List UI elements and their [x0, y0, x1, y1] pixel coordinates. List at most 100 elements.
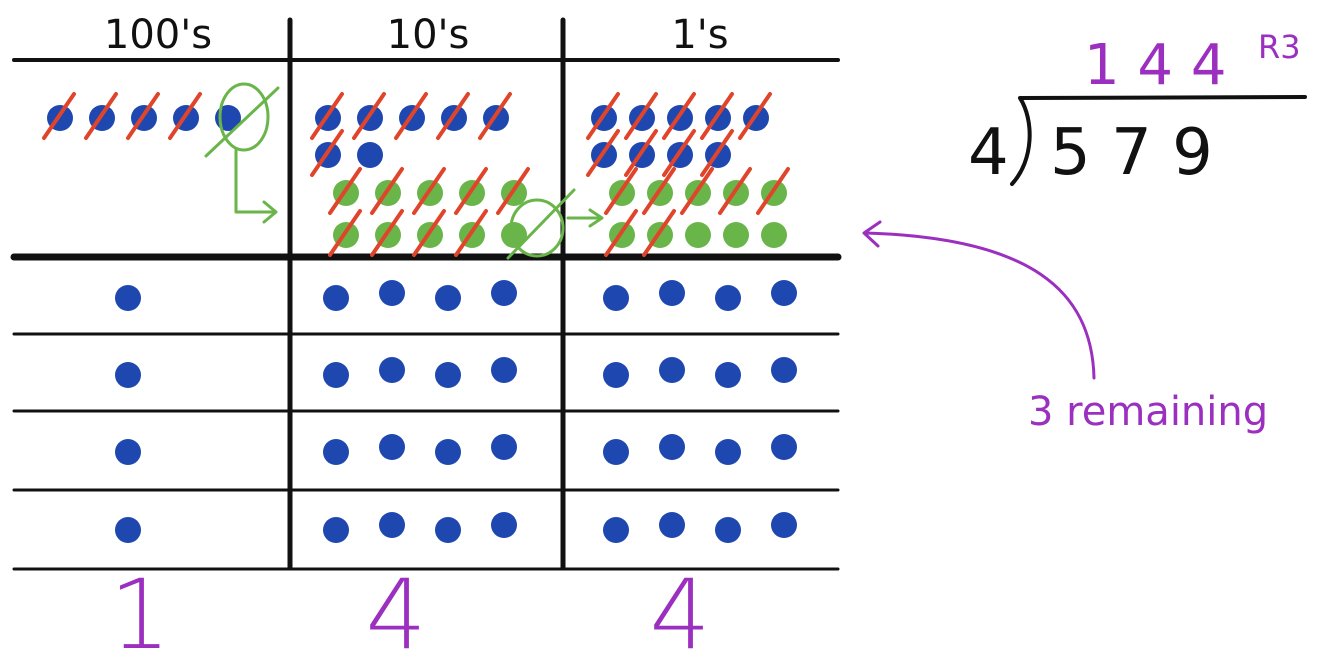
- green-counter: [723, 222, 749, 248]
- group-counter: [715, 362, 741, 388]
- group-counter: [435, 517, 461, 543]
- division-bracket: [1010, 95, 1307, 186]
- green-counter-cross: [642, 209, 676, 257]
- divisor: 4: [968, 116, 1009, 190]
- blue-counter-cross: [662, 92, 696, 140]
- green-counter-cross: [412, 209, 446, 257]
- blue-counter-cross: [586, 92, 620, 140]
- group-counter: [659, 512, 685, 538]
- green-counter: [685, 222, 711, 248]
- group-row-dots: [115, 280, 797, 543]
- blue-counter-cross: [352, 92, 386, 140]
- regroup-annotations: [204, 82, 604, 260]
- group-counter: [715, 439, 741, 465]
- header-hundreds: 100's: [104, 12, 212, 58]
- green-counter-cross: [756, 167, 790, 215]
- blue-counter-cross: [624, 129, 658, 177]
- blue-counter-cross: [310, 92, 344, 140]
- answer-ones: 4: [649, 559, 710, 660]
- hundreds-regroup-slash: [204, 86, 280, 158]
- group-counter: [771, 280, 797, 306]
- group-counter: [435, 439, 461, 465]
- blue-counter-cross: [662, 129, 696, 177]
- group-counter: [771, 357, 797, 383]
- remainder: R3: [1258, 28, 1301, 66]
- green-counter-cross: [642, 167, 676, 215]
- tens-regroup-slash: [506, 188, 576, 260]
- group-counter: [115, 285, 141, 311]
- blue-counter-cross: [478, 92, 512, 140]
- group-counter: [323, 439, 349, 465]
- group-counter: [379, 357, 405, 383]
- green-counter-cross: [412, 167, 446, 215]
- green-counter-cross: [718, 167, 752, 215]
- group-counter: [715, 285, 741, 311]
- group-counter: [379, 512, 405, 538]
- green-counter-cross: [370, 167, 404, 215]
- group-counter: [491, 357, 517, 383]
- dividend: 5 7 9: [1050, 116, 1213, 190]
- group-counter: [115, 439, 141, 465]
- green-counter-cross: [328, 167, 362, 215]
- blue-counter-cross: [42, 92, 76, 140]
- top-cell-dots: [42, 92, 790, 257]
- group-counter: [491, 434, 517, 460]
- group-counter: [603, 439, 629, 465]
- remaining-note: 3 remaining: [1028, 389, 1268, 435]
- answer-tens: 4: [365, 559, 426, 660]
- group-counter: [435, 285, 461, 311]
- green-counter-cross: [370, 209, 404, 257]
- group-counter: [659, 280, 685, 306]
- group-counter: [323, 362, 349, 388]
- tens-regroup-circle: [509, 198, 565, 258]
- green-counter-cross: [680, 167, 714, 215]
- green-counter-cross: [604, 209, 638, 257]
- green-counter: [501, 222, 527, 248]
- place-value-table-grid: [10, 17, 842, 571]
- blue-counter-cross: [84, 92, 118, 140]
- blue-counter-cross: [310, 129, 344, 177]
- green-counter-cross: [328, 209, 362, 257]
- group-counter: [659, 434, 685, 460]
- green-counter-cross: [454, 209, 488, 257]
- green-counter: [761, 222, 787, 248]
- group-counter: [491, 280, 517, 306]
- answer-hundreds: 1: [109, 559, 170, 660]
- blue-counter-cross: [586, 129, 620, 177]
- hundreds-regroup-arrow: [234, 148, 278, 224]
- blue-counter-cross: [436, 92, 470, 140]
- remaining-arrow: [862, 220, 1096, 380]
- group-counter: [379, 434, 405, 460]
- blue-counter-cross: [168, 92, 202, 140]
- blue-counter: [357, 142, 383, 168]
- group-counter: [323, 517, 349, 543]
- group-counter: [603, 285, 629, 311]
- group-counter: [603, 362, 629, 388]
- header-tens: 10's: [387, 12, 470, 58]
- blue-counter-cross: [126, 92, 160, 140]
- green-counter-cross: [604, 167, 638, 215]
- group-counter: [715, 517, 741, 543]
- group-counter: [115, 517, 141, 543]
- hundreds-regroup-circle: [218, 82, 270, 152]
- group-counter: [435, 362, 461, 388]
- group-counter: [659, 357, 685, 383]
- green-counter-cross: [454, 167, 488, 215]
- blue-counter-cross: [700, 92, 734, 140]
- group-counter: [323, 285, 349, 311]
- quotient: 1 4 4: [1084, 33, 1227, 98]
- long-division: 1 4 4 R3 4 5 7 9: [968, 28, 1307, 190]
- group-counter: [603, 517, 629, 543]
- group-counter: [771, 512, 797, 538]
- group-counter: [491, 512, 517, 538]
- group-counter: [379, 280, 405, 306]
- blue-counter-cross: [738, 92, 772, 140]
- group-counter: [771, 434, 797, 460]
- blue-counter-cross: [624, 92, 658, 140]
- blue-counter-cross: [700, 129, 734, 177]
- blue-counter-cross: [394, 92, 428, 140]
- tens-regroup-arrow: [566, 208, 604, 228]
- green-counter-cross: [496, 167, 530, 215]
- header-ones: 1's: [671, 12, 728, 58]
